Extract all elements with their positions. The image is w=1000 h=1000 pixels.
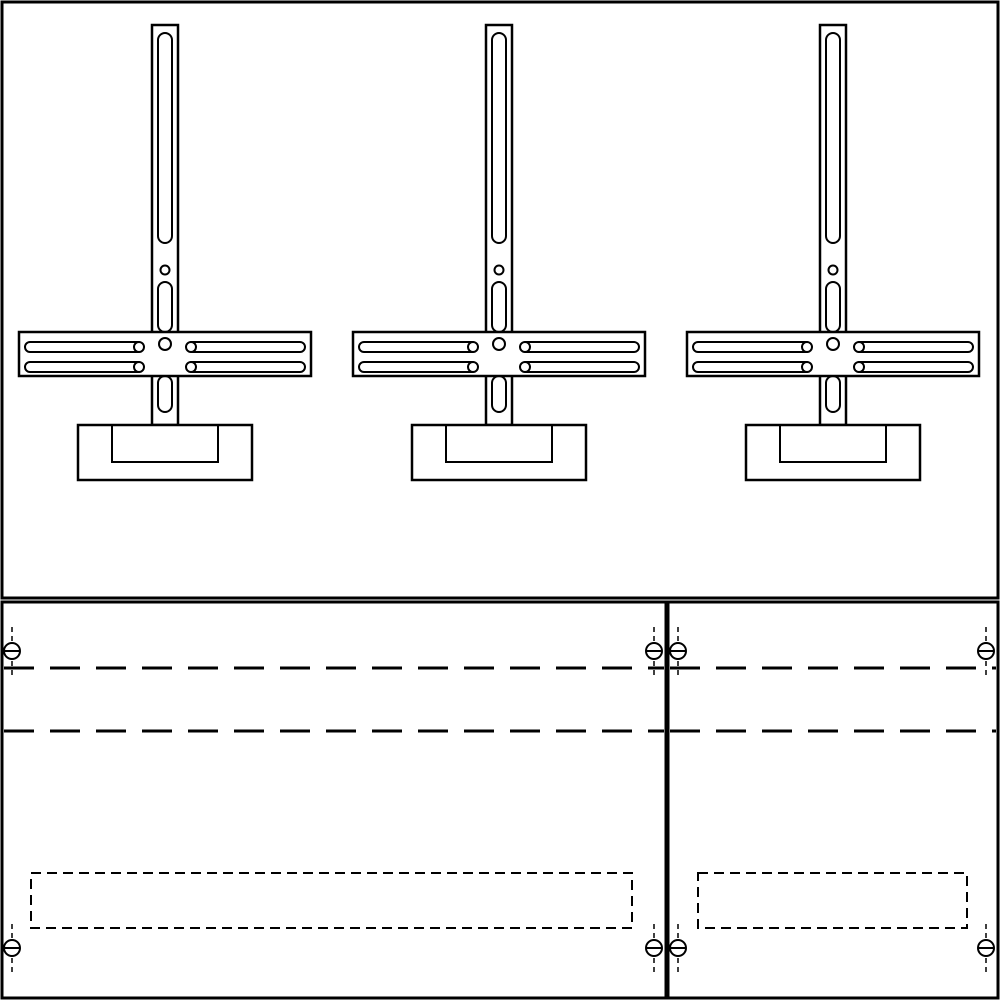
upper-panel-frame (0, 0, 1000, 600)
rail-slot-upper (825, 32, 841, 244)
rail-slot-upper (491, 32, 507, 244)
rail-slot-lower (491, 375, 507, 413)
crossbar-center-hole (158, 337, 172, 351)
meter-base-inner (779, 424, 887, 463)
crossbar-slot-end (853, 341, 865, 353)
meter-base-inner (445, 424, 553, 463)
slotted-screw-icon (977, 924, 995, 972)
slotted-screw-icon (3, 924, 21, 972)
slotted-screw-icon (645, 627, 663, 675)
hidden-cutout (697, 872, 968, 929)
crossbar-slot-end (519, 341, 531, 353)
crossbar (17, 330, 313, 378)
crossbar (351, 330, 647, 378)
crossbar-slot-end (519, 361, 531, 373)
rail-slot-lower (825, 375, 841, 413)
slotted-screw-icon (645, 924, 663, 972)
slotted-screw-icon (669, 627, 687, 675)
lower-panels (0, 600, 1000, 1000)
rail-hole (493, 264, 505, 276)
rail-slot-middle (491, 281, 507, 333)
meter-base-outer (744, 423, 922, 482)
crossbar-center-hole (826, 337, 840, 351)
slotted-screw-icon (669, 924, 687, 972)
meter-base-outer (410, 423, 588, 482)
lower-panel-right (666, 600, 1000, 1000)
rail-hole (827, 264, 839, 276)
crossbar-slot-end (185, 341, 197, 353)
hidden-cutout (30, 872, 633, 929)
meter-mount-1 (17, 23, 313, 482)
crossbar-slot-end (133, 341, 145, 353)
crossbar-slot-end (467, 341, 479, 353)
rail-slot-middle (157, 281, 173, 333)
meter-base-inner (111, 424, 219, 463)
crossbar (685, 330, 981, 378)
meter-mount-2 (351, 23, 647, 482)
crossbar-center-hole (492, 337, 506, 351)
crossbar-slot-end (801, 341, 813, 353)
upper-panel (0, 0, 1000, 600)
lower-panel-left (0, 600, 668, 1000)
meter-mount-3 (685, 23, 981, 482)
rail-slot-upper (157, 32, 173, 244)
crossbar-slot-end (133, 361, 145, 373)
slotted-screw-icon (3, 627, 21, 675)
rail-hole (159, 264, 171, 276)
lower-panel-frame (666, 600, 1000, 1000)
rail-slot-lower (157, 375, 173, 413)
crossbar-slot-end (467, 361, 479, 373)
slotted-screw-icon (977, 627, 995, 675)
meter-base-outer (76, 423, 254, 482)
crossbar-slot-end (853, 361, 865, 373)
crossbar-slot-end (185, 361, 197, 373)
rail-slot-middle (825, 281, 841, 333)
lower-panel-frame (0, 600, 668, 1000)
crossbar-slot-end (801, 361, 813, 373)
